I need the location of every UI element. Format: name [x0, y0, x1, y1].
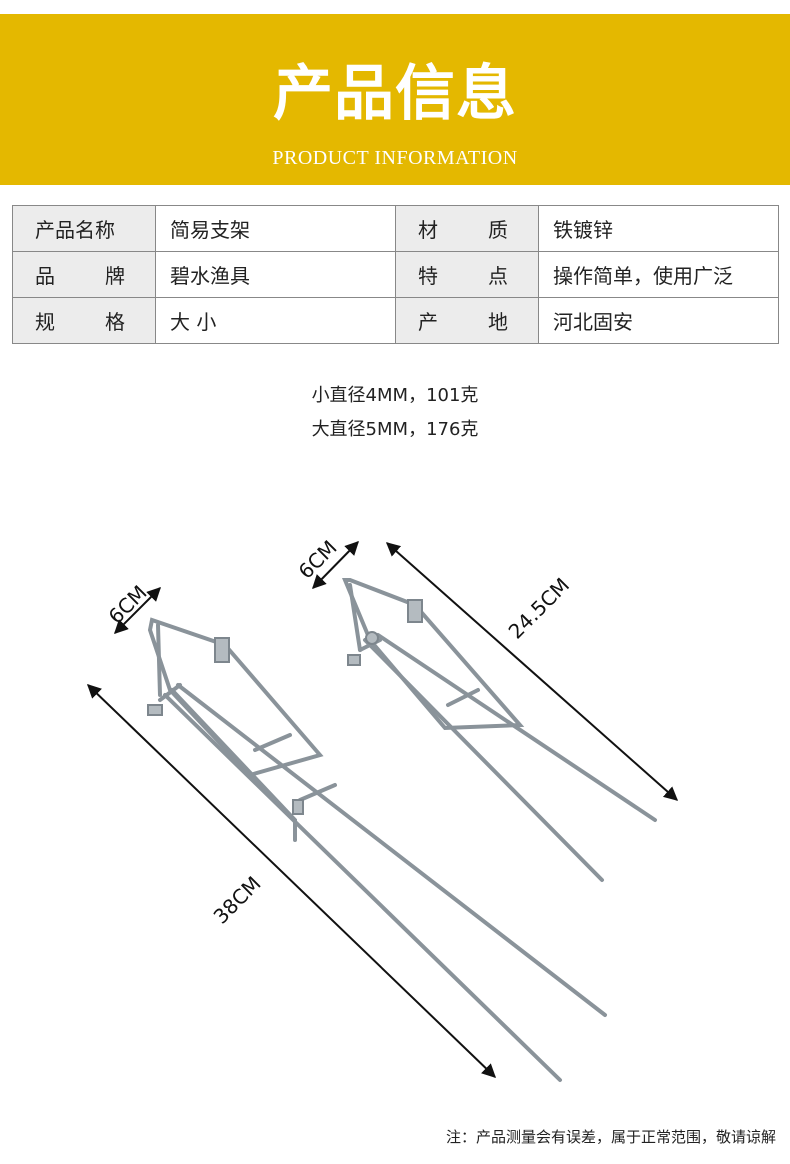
small-length-label: 24.5CM: [504, 573, 575, 644]
spec-row: 品牌碧水渔具特点操作简单，使用广泛: [12, 251, 779, 298]
spec-label: 材质: [395, 205, 539, 252]
spec-label-text: 特: [418, 264, 438, 288]
small-width-arrow: [312, 540, 359, 590]
small-length-arrow: [385, 542, 679, 801]
spec-label: 特点: [395, 251, 539, 298]
small-width-label: 6CM: [294, 535, 342, 583]
large-width-label: 6CM: [104, 580, 152, 628]
spec-label-text: 规: [35, 310, 55, 334]
header-banner: 产品信息 PRODUCT INFORMATION: [0, 14, 790, 185]
spec-label: 产地: [395, 297, 539, 344]
spec-label-text: 材: [418, 218, 438, 242]
size-large: 大直径5MM，176克: [311, 419, 479, 440]
spec-value: 铁镀锌: [538, 205, 779, 252]
spec-label-text: 产: [418, 310, 438, 334]
large-stand-image: [147, 617, 607, 1082]
spec-label-text: 产品名称: [35, 218, 115, 242]
spec-value: 碧水渔具: [155, 251, 396, 298]
spec-label: 产品名称: [12, 205, 156, 252]
spec-label-text: 品: [35, 264, 55, 288]
spec-label-text: 地: [488, 310, 508, 334]
footnote: 注：产品测量会有误差，属于正常范围，敬请谅解: [445, 1128, 776, 1146]
spec-row: 产品名称简易支架材质铁镀锌: [12, 205, 779, 252]
spec-label-text: 牌: [105, 264, 125, 288]
spec-value: 河北固安: [538, 297, 779, 344]
spec-label-text: 质: [488, 218, 508, 242]
small-stand-image: [342, 578, 657, 882]
spec-value: 简易支架: [155, 205, 396, 252]
large-length-label: 38CM: [209, 871, 266, 928]
spec-label-text: 格: [105, 310, 125, 334]
banner-title: 产品信息: [273, 59, 517, 129]
spec-row: 规格大 小产地河北固安: [12, 297, 779, 344]
spec-label: 品牌: [12, 251, 156, 298]
size-small: 小直径4MM，101克: [311, 385, 479, 406]
spec-table: 产品名称简易支架材质铁镀锌品牌碧水渔具特点操作简单，使用广泛规格大 小产地河北固…: [12, 205, 779, 344]
large-length-arrow: [86, 684, 497, 1078]
product-photo: 6CM 6CM 38CM 24.5CM: [86, 535, 679, 1082]
spec-value: 操作简单，使用广泛: [538, 251, 779, 298]
spec-label: 规格: [12, 297, 156, 344]
spec-label-text: 点: [488, 264, 508, 288]
spec-value: 大 小: [155, 297, 396, 344]
banner-subtitle: PRODUCT INFORMATION: [272, 147, 518, 169]
large-width-arrow: [114, 587, 161, 634]
